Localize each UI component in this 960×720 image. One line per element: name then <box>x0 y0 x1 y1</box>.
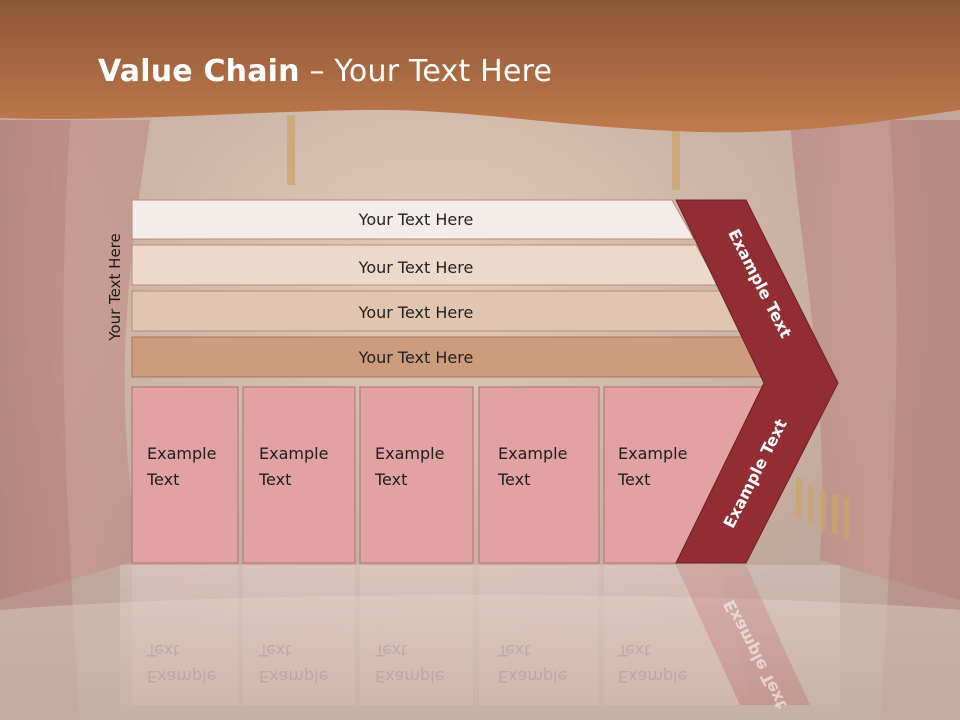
primary-box-4-line2: Text <box>497 470 530 489</box>
primary-box-5-line1: Example <box>618 444 687 463</box>
primary-box-2-line2: Text <box>258 470 291 489</box>
primary-box-3-line1: Example <box>375 444 444 463</box>
chevron-shape <box>675 199 839 564</box>
slide-title-strong: Value Chain <box>98 54 300 89</box>
support-bar-2-label: Your Text Here <box>358 258 474 277</box>
primary-box-2-line1: Example <box>259 444 328 463</box>
primary-box-5-line2: Text <box>617 470 650 489</box>
slide-title: Value Chain – Your Text Here <box>98 54 552 89</box>
title-band <box>0 0 960 133</box>
primary-box-1-line2: Text <box>146 470 179 489</box>
support-bar-1-label: Your Text Here <box>358 210 474 229</box>
primary-box-4 <box>478 386 600 564</box>
primary-box-1-line1: Example <box>147 444 216 463</box>
support-bars: Your Text Here Your Text Here Your Text … <box>131 199 767 378</box>
support-bar-1 <box>131 199 695 240</box>
primary-box-1 <box>131 386 239 564</box>
primary-boxes: Example Text Example Text Example Text E… <box>131 386 763 564</box>
primary-box-3 <box>359 386 474 564</box>
support-bar-3-label: Your Text Here <box>358 303 474 322</box>
primary-box-4-line1: Example <box>498 444 567 463</box>
support-bar-4-label: Your Text Here <box>358 348 474 367</box>
slide-title-rest: – Your Text Here <box>299 54 553 89</box>
primary-box-3-line2: Text <box>374 470 407 489</box>
primary-box-2 <box>242 386 356 564</box>
